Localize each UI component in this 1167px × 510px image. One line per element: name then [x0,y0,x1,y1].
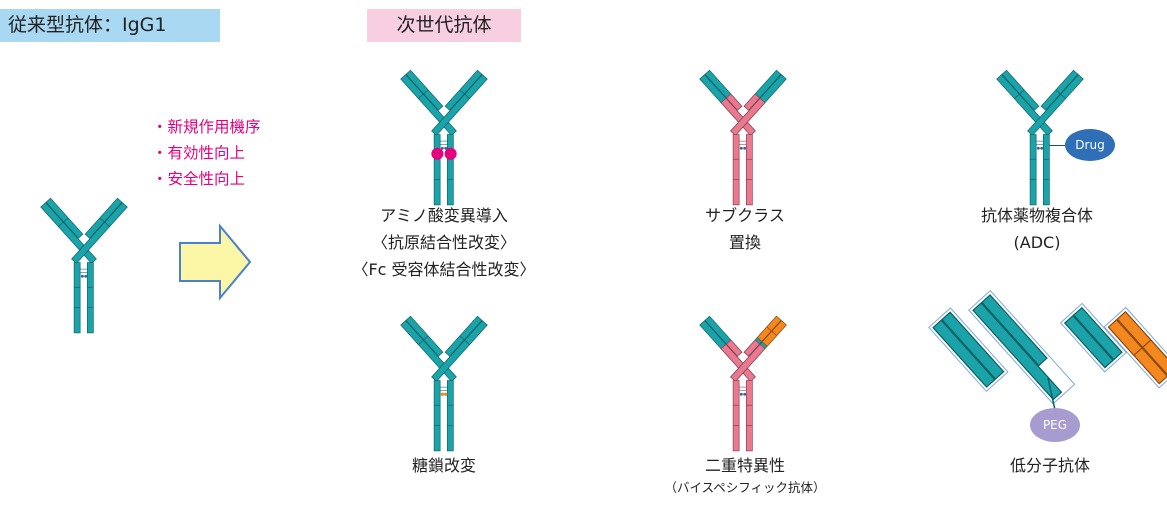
amino-caption-line2: 〈抗原結合性改変〉 [371,233,516,252]
amino-caption-line3: 〈Fc 受容体結合性改変〉 [352,260,536,279]
subclass-swap-caption: サブクラス 置換 [645,202,845,256]
bispecific-figure [699,315,787,452]
glycoengineering-caption: 糖鎖改変 [344,452,544,479]
feature-item-safety: ・安全性向上 [152,170,246,188]
next-gen-antibody-label: 次世代抗体 [367,9,521,42]
feature-list: ・新規作用機序 ・有効性向上 ・安全性向上 [152,114,261,192]
subclass-caption-line2: 置換 [728,233,761,252]
conventional-antibody-label: 従来型抗体：IgG1 [0,9,220,42]
small-antibody-caption: 低分子抗体 [970,452,1130,479]
amino-acid-mutation-caption: アミノ酸変異導入 〈抗原結合性改変〉 〈Fc 受容体結合性改変〉 [344,202,544,283]
transition-arrow [179,223,252,301]
feature-item-new-mechanism: ・新規作用機序 [152,118,261,136]
feature-item-efficacy: ・有効性向上 [152,144,246,162]
amino-acid-mutation-figure [400,69,488,206]
glyco-caption-line1: 糖鎖改変 [411,456,476,475]
bispecific-caption-line1: 二重特異性 [704,456,785,475]
bispecific-caption-line2: （バイスペシフィック抗体） [664,480,826,495]
small-antibody-figure [928,290,1167,411]
subclass-caption-line1: サブクラス [705,206,785,225]
peg-badge: PEG [1030,408,1080,442]
adc-caption-line2: (ADC) [1013,233,1061,252]
adc-caption-line1: 抗体薬物複合体 [980,206,1093,225]
igg1-antibody-figure [40,197,128,334]
peg-label: PEG [1043,418,1067,432]
adc-caption: 抗体薬物複合体 (ADC) [937,202,1137,256]
subclass-swap-figure [699,69,787,206]
bispecific-caption: 二重特異性 （バイスペシフィック抗体） [625,452,865,497]
drug-label: Drug [1075,138,1104,152]
small-caption-line1: 低分子抗体 [1009,456,1090,475]
amino-caption-line1: アミノ酸変異導入 [380,206,508,225]
glycoengineering-figure [400,315,488,452]
drug-badge: Drug [1065,129,1115,161]
